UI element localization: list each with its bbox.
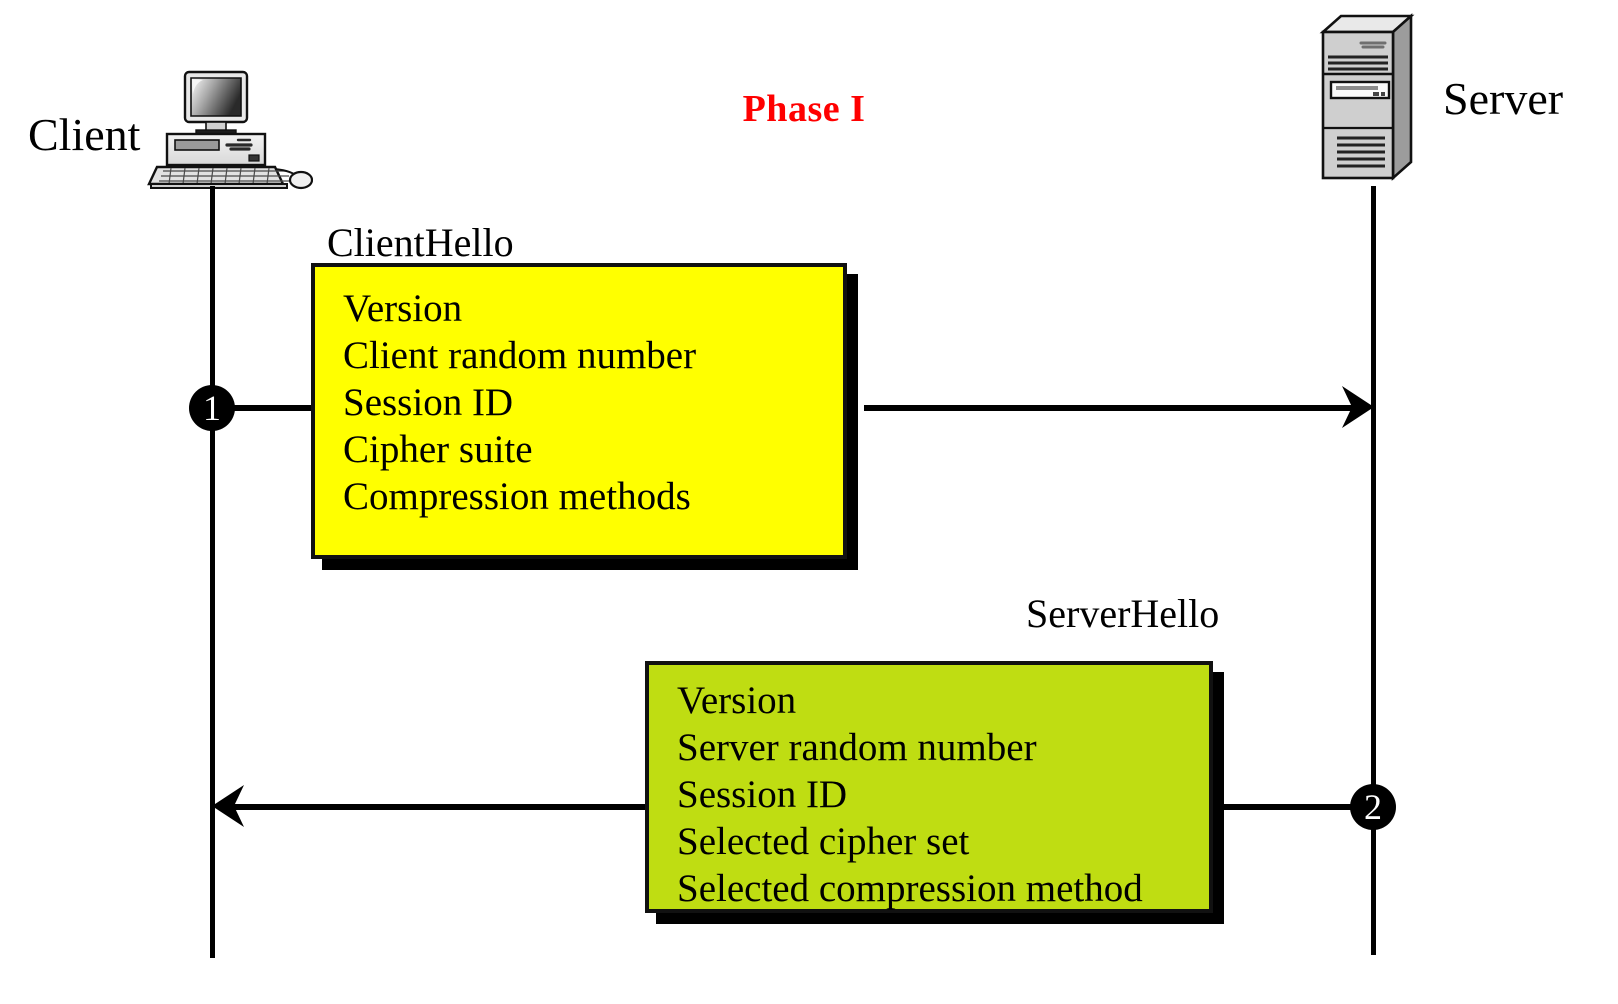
clienthello-arrow-left-segment: [212, 405, 316, 411]
list-item: Selected cipher set: [677, 820, 970, 863]
clienthello-field-list: Version Client random number Session ID …: [315, 267, 843, 520]
clienthello-box: Version Client random number Session ID …: [311, 263, 847, 559]
list-item: Compression methods: [343, 475, 691, 518]
desktop-computer-icon: [141, 70, 314, 190]
list-item: Version: [677, 679, 797, 722]
list-item: Session ID: [677, 773, 848, 816]
step-marker-1: 1: [189, 385, 235, 431]
list-item: Server random number: [677, 726, 1037, 769]
clienthello-label: ClientHello: [327, 220, 514, 265]
serverhello-box: Version Server random number Session ID …: [645, 661, 1213, 913]
page-title: Phase I: [0, 87, 1618, 131]
serverhello-field-list: Version Server random number Session ID …: [649, 665, 1209, 912]
phase-title-text: Phase I: [742, 88, 866, 130]
serverhello-arrow-left-segment: [228, 804, 646, 810]
step-marker-2: 2: [1350, 784, 1396, 830]
client-label: Client: [28, 109, 141, 160]
server-lifeline: [1371, 186, 1376, 955]
list-item: Version: [343, 287, 463, 330]
serverhello-arrow-right-segment: [1224, 804, 1362, 810]
serverhello-label: ServerHello: [1026, 591, 1220, 636]
list-item: Client random number: [343, 334, 697, 377]
client-lifeline: [210, 186, 215, 958]
server-tower-icon: [1315, 10, 1437, 190]
list-item: Cipher suite: [343, 428, 533, 471]
list-item: Selected compression method: [677, 867, 1143, 910]
clienthello-arrow-right-segment: [864, 405, 1356, 411]
list-item: Session ID: [343, 381, 514, 424]
server-label: Server: [1443, 73, 1564, 124]
